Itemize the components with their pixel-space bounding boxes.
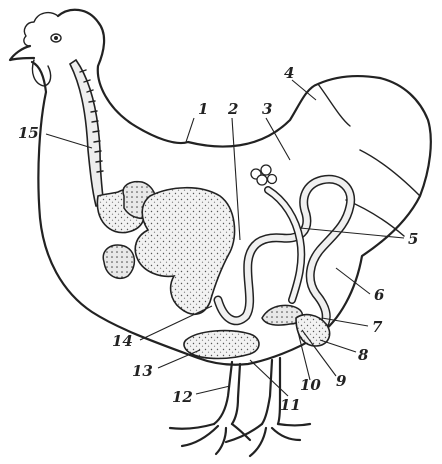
leg-left — [214, 362, 240, 424]
leg-right — [262, 358, 280, 424]
label-4: 4 — [284, 64, 294, 82]
label-1: 1 — [198, 100, 208, 118]
oviduct-fill — [268, 190, 301, 300]
label-10: 10 — [300, 376, 321, 394]
label-12: 12 — [172, 388, 193, 406]
label-11: 11 — [280, 396, 301, 414]
label-6: 6 — [374, 286, 385, 304]
label-9: 9 — [336, 372, 347, 390]
label-15: 15 — [18, 124, 39, 142]
ovary — [251, 165, 277, 185]
liver — [135, 188, 234, 315]
label-2: 2 — [227, 100, 238, 118]
label-14: 14 — [112, 332, 133, 350]
label-13: 13 — [132, 362, 153, 380]
beak — [10, 46, 34, 60]
lung-lower — [103, 245, 134, 278]
gizzard — [184, 331, 259, 359]
label-3: 3 — [262, 100, 272, 118]
tail-feathers — [318, 84, 420, 236]
label-8: 8 — [358, 346, 369, 364]
label-7: 7 — [372, 318, 383, 336]
eye-pupil — [54, 36, 58, 40]
label-5: 5 — [408, 230, 418, 248]
